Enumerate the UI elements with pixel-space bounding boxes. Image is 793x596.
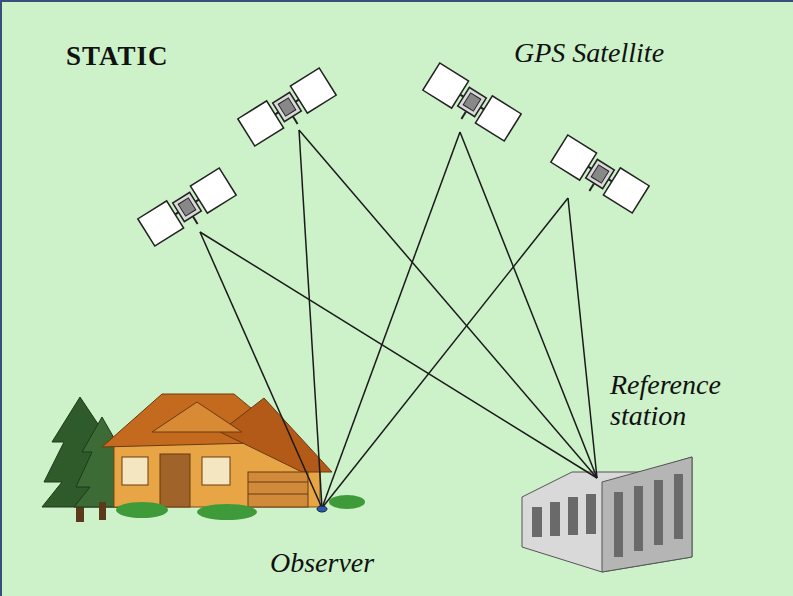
- observer-label: Observer: [270, 548, 374, 579]
- satellite-label: GPS Satellite: [514, 38, 664, 69]
- building: [522, 457, 692, 572]
- signal-lines: [200, 130, 597, 508]
- gps-satellites: [138, 63, 649, 249]
- diagram-title: STATIC: [66, 42, 169, 72]
- house: [102, 394, 365, 520]
- station-label: Reference station: [610, 370, 785, 432]
- observer-point: [317, 506, 327, 512]
